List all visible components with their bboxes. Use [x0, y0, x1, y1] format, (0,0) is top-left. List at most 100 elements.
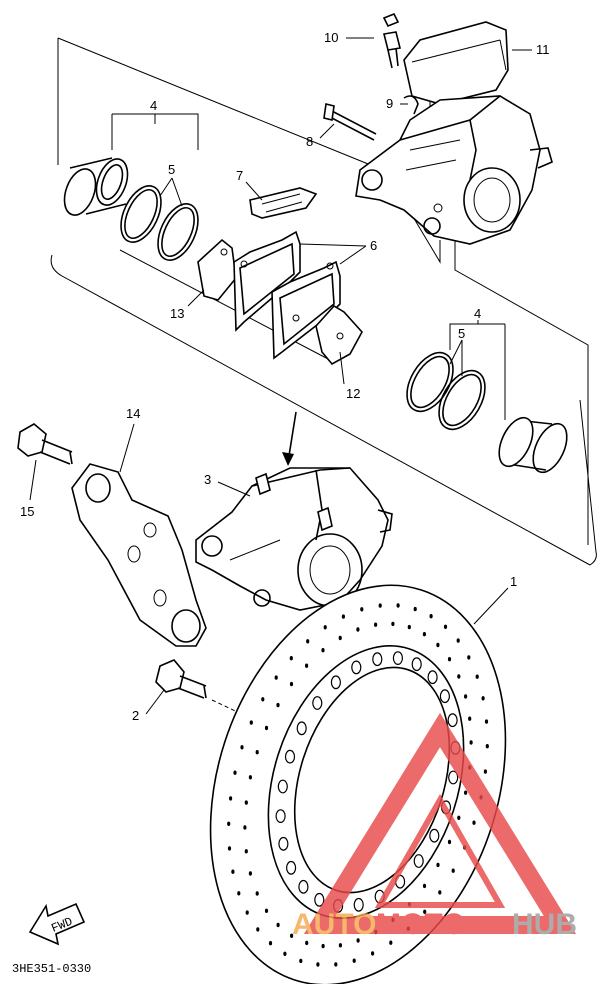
- pad-pin: [323, 103, 377, 141]
- disc-vent-hole: [436, 862, 440, 868]
- disc-vent-hole: [423, 909, 427, 914]
- caliper-bracket: [71, 463, 207, 647]
- disc-vent-hole: [321, 943, 325, 949]
- callout-14: 14: [126, 406, 140, 421]
- brake-pads: [233, 230, 341, 360]
- disc-vent-hole: [243, 825, 247, 830]
- callout-11: 11: [536, 42, 550, 57]
- disc-drilled-hole: [314, 892, 325, 907]
- callout-4a: 4: [150, 98, 157, 113]
- disc-drilled-hole: [286, 860, 297, 875]
- disc-drilled-hole: [330, 675, 341, 690]
- disc-vent-hole: [233, 770, 237, 775]
- disc-drilled-hole: [439, 689, 450, 704]
- piston-left: [63, 157, 129, 216]
- disc-vent-hole: [464, 694, 468, 699]
- disc-vent-hole: [485, 744, 489, 749]
- seals-left: [120, 185, 199, 261]
- disc-vent-hole: [323, 625, 327, 630]
- drawing-code: 3HE351-0330: [12, 962, 91, 976]
- disc-vent-hole: [464, 790, 468, 795]
- disc-vent-hole: [274, 675, 278, 680]
- disc-vent-hole: [374, 622, 378, 627]
- disc-vent-hole: [321, 648, 325, 653]
- disc-vent-hole: [451, 868, 455, 873]
- disc-vent-hole: [255, 891, 259, 896]
- disc-vent-hole: [389, 940, 393, 945]
- watermark-auto: AUTO: [292, 908, 376, 941]
- disc-vent-hole: [245, 910, 249, 915]
- disc-drilled-hole: [278, 836, 289, 851]
- disc-vent-hole: [227, 846, 232, 851]
- disc-drilled-hole: [427, 670, 438, 685]
- assembly-outline: [50, 37, 597, 566]
- assembly-arrow: [282, 411, 297, 466]
- callout-13: 13: [170, 306, 184, 321]
- callout-4b: 4: [474, 306, 481, 321]
- disc-vent-hole: [429, 614, 433, 619]
- disc-drilled-hole: [312, 696, 323, 710]
- disc-vent-hole: [299, 958, 303, 964]
- disc-vent-hole: [305, 663, 309, 668]
- pad-spring: [249, 187, 318, 219]
- pad-clip: [315, 304, 363, 366]
- watermark-logo: AUTO MOTO HUB: [292, 712, 577, 941]
- disc-vent-hole: [457, 674, 461, 679]
- disc-vent-hole: [248, 871, 252, 876]
- disc-vent-hole: [248, 775, 252, 780]
- disc-vent-hole: [290, 933, 294, 938]
- bleed-screw: [382, 12, 401, 69]
- disc-vent-hole: [456, 638, 460, 643]
- callouts: 1 2 3 4 4 5 5 6 7 8 9 10 11 12 13 14 15: [20, 30, 550, 723]
- caliper-upper: [355, 95, 553, 245]
- brake-disc: [209, 584, 507, 984]
- disc-vent-hole: [237, 891, 241, 896]
- disc-vent-hole: [447, 657, 452, 662]
- callout-10: 10: [324, 30, 338, 45]
- disc-vent-hole: [289, 656, 293, 661]
- disc-vent-hole: [469, 740, 473, 745]
- disc-vent-hole: [468, 716, 472, 721]
- watermark-triangle-inner-icon: [374, 793, 506, 908]
- disc-vent-hole: [483, 769, 487, 774]
- disc-vent-hole: [244, 849, 248, 854]
- disc-drilled-hole: [372, 652, 383, 667]
- disc-vent-hole: [438, 890, 442, 895]
- disc-vent-hole: [371, 951, 375, 956]
- seals-right: [406, 351, 486, 431]
- disc-vent-hole: [341, 614, 345, 619]
- disc-vent-hole: [356, 938, 360, 943]
- disc-vent-hole: [360, 607, 364, 612]
- disc-vent-hole: [256, 927, 260, 932]
- disc-vent-hole: [276, 702, 280, 708]
- disc-drilled-hole: [413, 854, 424, 868]
- disc-vent-hole: [352, 958, 356, 963]
- callout-5a: 5: [168, 162, 175, 177]
- watermark-moto: MOTO: [376, 908, 465, 941]
- watermark-hub: HUB: [512, 908, 577, 941]
- callout-5b: 5: [458, 326, 465, 341]
- disc-vent-hole: [338, 635, 342, 641]
- disc-vent-hole: [316, 962, 320, 967]
- disc-vent-hole: [240, 745, 244, 750]
- disc-drilled-hole: [429, 828, 440, 843]
- disc-vent-hole: [472, 820, 476, 825]
- disc-drilled-hole: [392, 651, 403, 665]
- disc-vent-hole: [422, 632, 426, 637]
- disc-vent-hole: [268, 941, 273, 946]
- callout-6: 6: [370, 238, 377, 253]
- disc-vent-hole: [261, 697, 265, 702]
- caliper-cover: [403, 21, 509, 105]
- disc-vent-hole: [484, 719, 489, 724]
- leader-lines: [29, 37, 532, 715]
- fwd-arrow: FWD: [28, 902, 86, 946]
- disc-vent-hole: [422, 883, 427, 889]
- disc-vent-hole: [289, 681, 294, 687]
- callout-3: 3: [204, 472, 211, 487]
- disc-vent-hole: [475, 674, 479, 679]
- disc-vent-hole: [356, 627, 360, 632]
- watermark-triangle-icon: [303, 712, 577, 934]
- disc-vent-hole: [338, 943, 342, 948]
- disc-vent-hole: [467, 655, 471, 660]
